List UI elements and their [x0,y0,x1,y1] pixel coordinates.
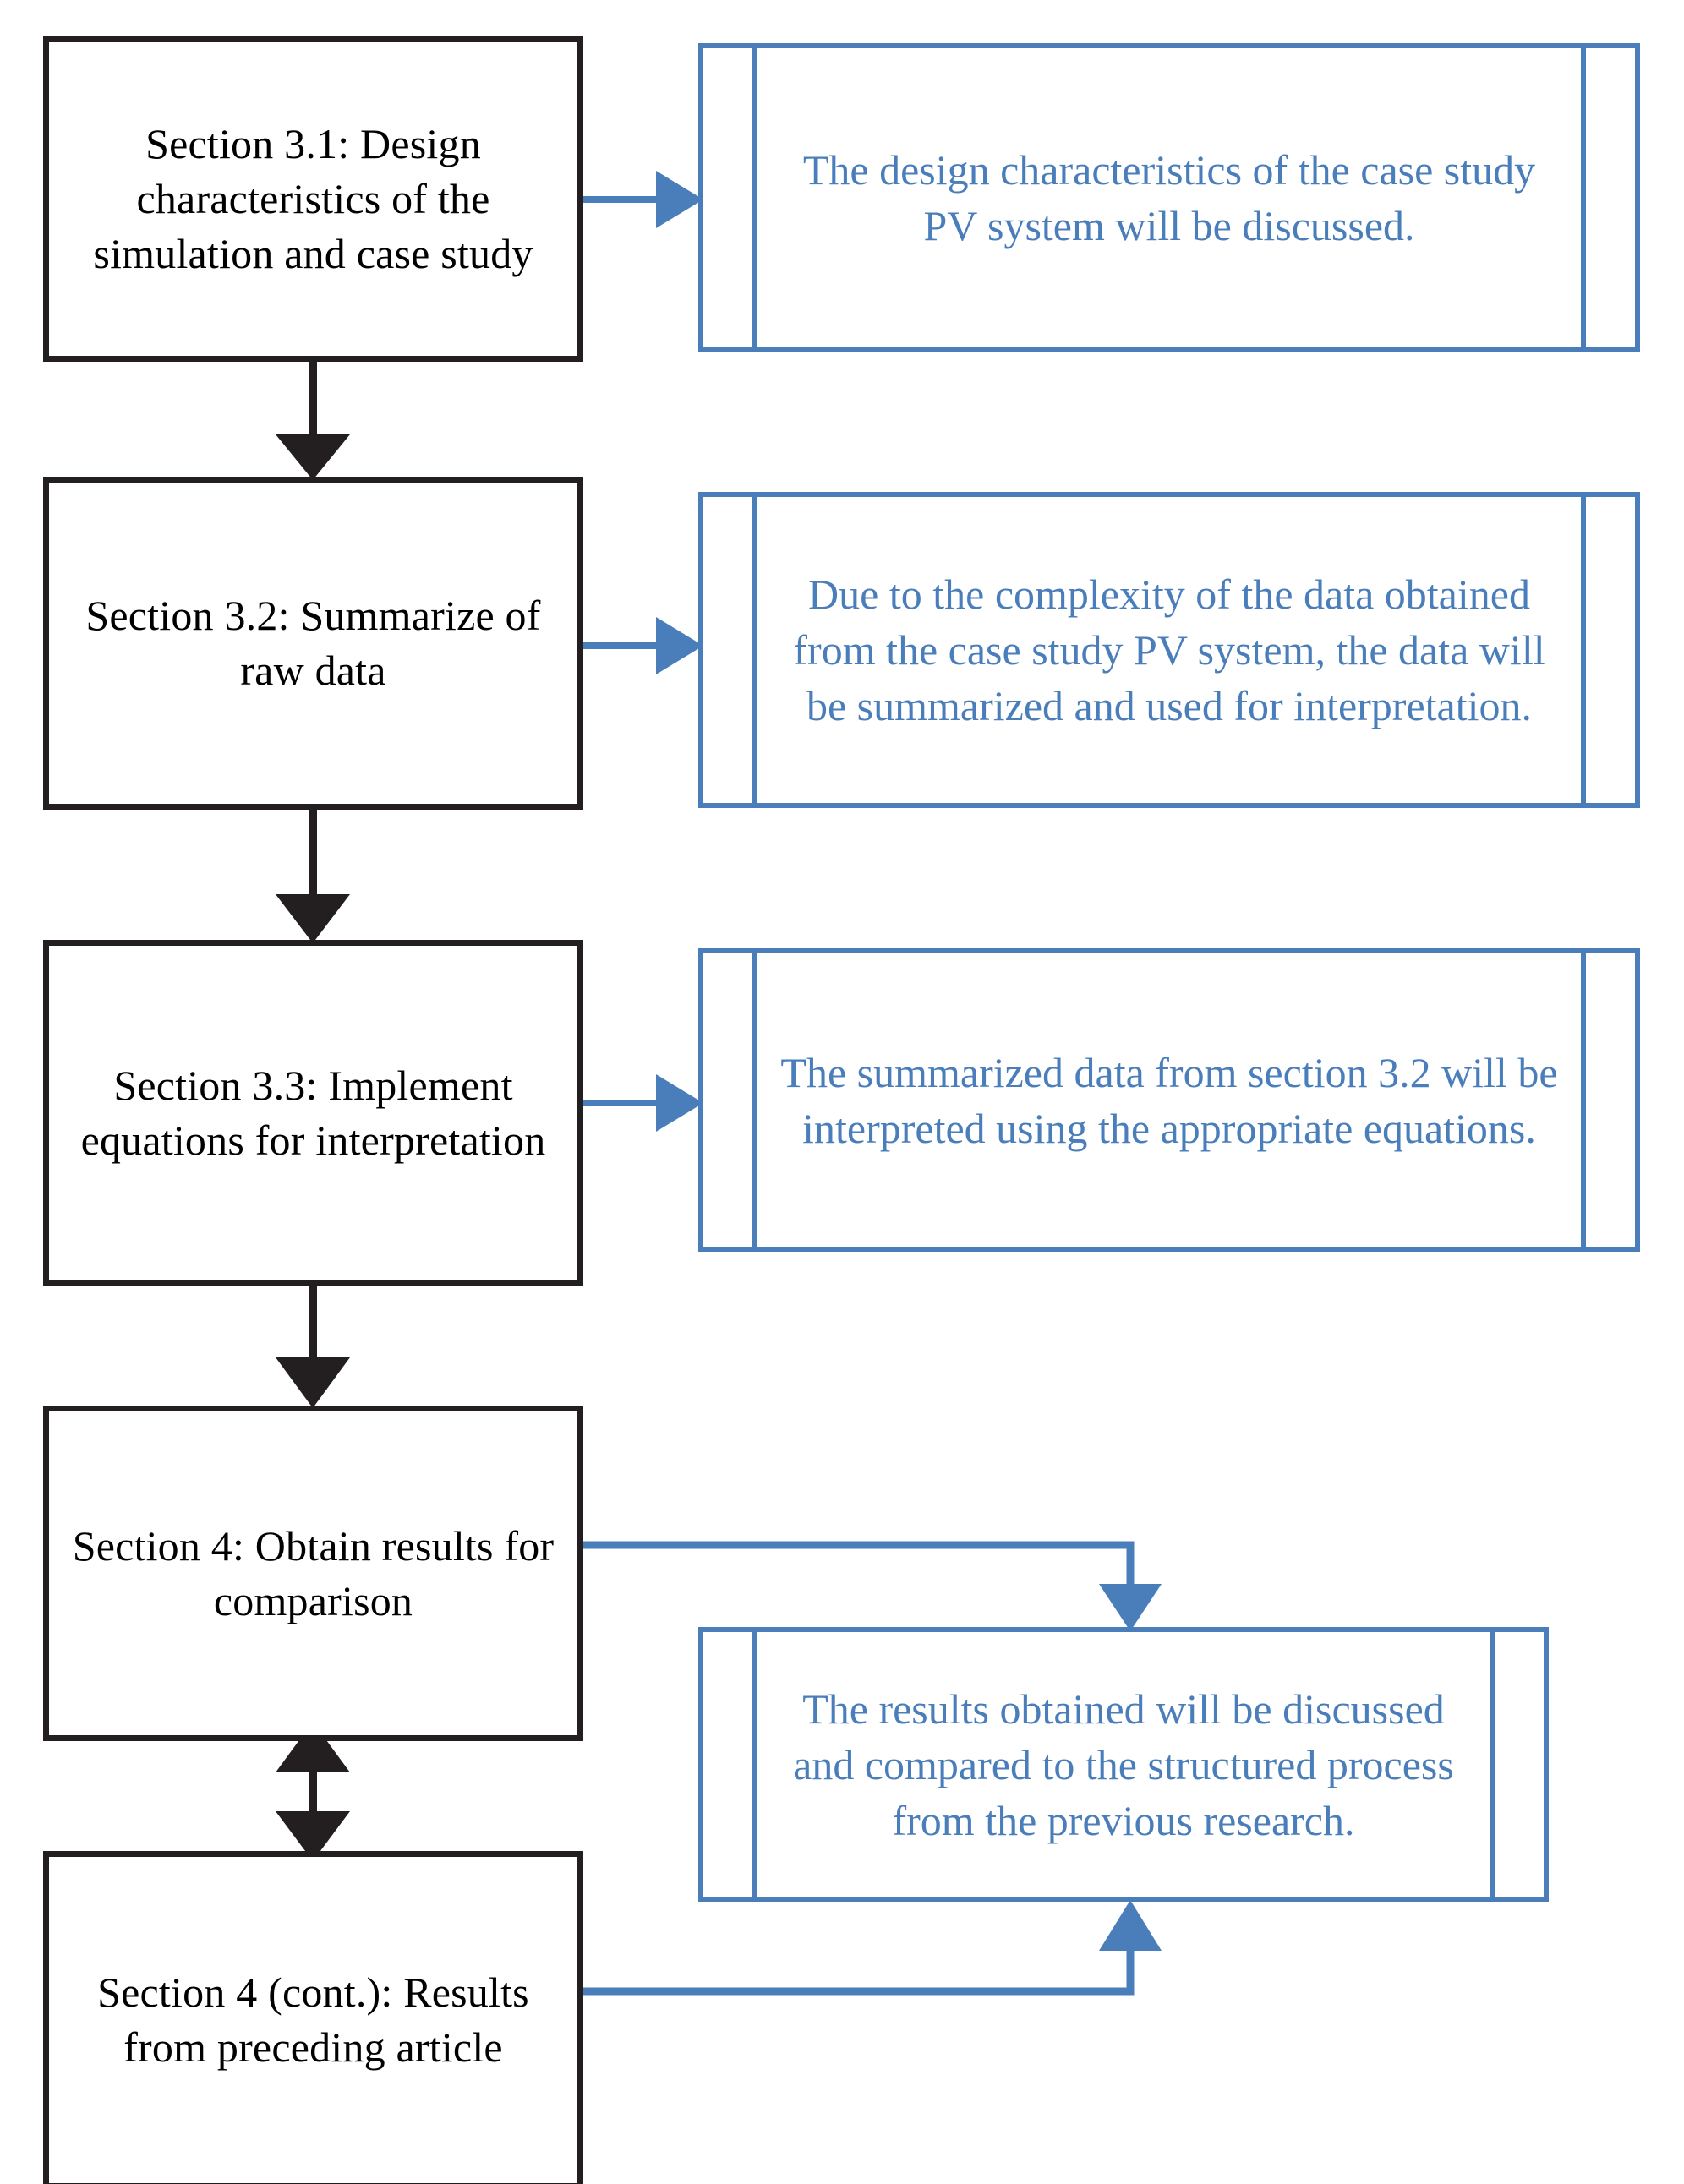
arrow-step4-to-step5 [276,1722,350,1861]
arrow-step1-to-step2 [276,362,350,480]
arrow-step3-to-note3 [583,1074,703,1132]
note-text: The results obtained will be discussed a… [793,1684,1454,1844]
process-box-section-4-cont[interactable]: Section 4 (cont.): Results from precedin… [43,1851,583,2184]
process-box-section-3-1[interactable]: Section 3.1: Design characteristics of t… [43,36,583,362]
process-box-label: Section 3.3: Implement equations for int… [80,1061,546,1164]
process-box-section-3-3[interactable]: Section 3.3: Implement equations for int… [43,940,583,1286]
arrow-step3-to-step4 [276,1286,350,1408]
arrow-step2-to-step3 [276,810,350,943]
note-text: The summarized data from section 3.2 wil… [780,1048,1558,1152]
note-right-rule [1490,1631,1495,1897]
arrow-step2-to-note2 [583,617,703,674]
note-box-section-3-2[interactable]: Due to the complexity of the data obtain… [698,492,1640,808]
note-left-rule [752,953,757,1248]
note-box-section-3-3[interactable]: The summarized data from section 3.2 wil… [698,948,1640,1252]
process-box-label: Section 3.2: Summarize of raw data [85,592,541,694]
note-text: Due to the complexity of the data obtain… [793,571,1545,729]
process-box-section-4[interactable]: Section 4: Obtain results for comparison [43,1406,583,1741]
note-left-rule [752,1631,757,1897]
note-box-section-4[interactable]: The results obtained will be discussed a… [698,1627,1549,1902]
note-left-rule [752,47,757,348]
note-right-rule [1581,953,1586,1248]
note-left-rule [752,496,757,804]
process-box-section-3-2[interactable]: Section 3.2: Summarize of raw data [43,477,583,810]
arrow-step1-to-note1 [583,171,703,228]
note-box-section-3-1[interactable]: The design characteristics of the case s… [698,43,1640,352]
process-box-label: Section 4: Obtain results for comparison [72,1521,555,1624]
note-right-rule [1581,47,1586,348]
process-box-label: Section 3.1: Design characteristics of t… [93,120,533,277]
note-right-rule [1581,496,1586,804]
process-box-label: Section 4 (cont.): Results from precedin… [97,1968,529,2071]
arrow-step4-to-note4 [580,1541,1162,1631]
arrow-step5-to-note4 [580,1900,1162,1996]
note-text: The design characteristics of the case s… [802,146,1536,249]
